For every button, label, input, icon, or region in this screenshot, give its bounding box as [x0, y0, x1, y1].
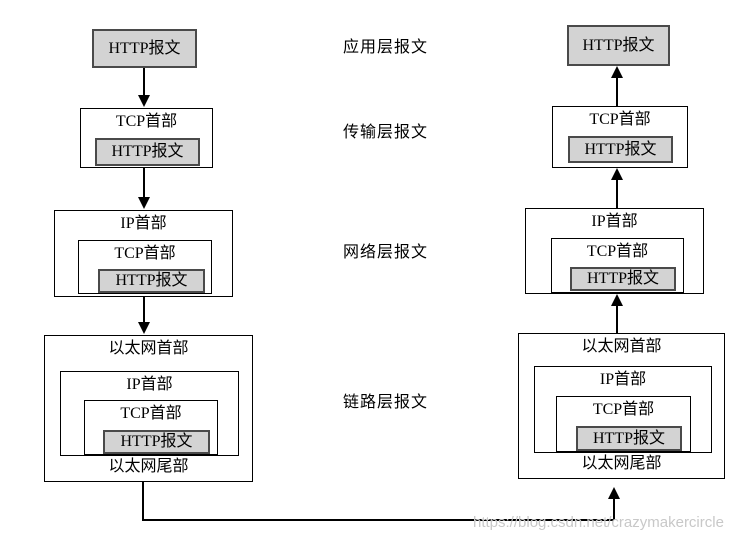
- layer-label-transport: 传输层报文: [343, 124, 429, 141]
- sender-network-packet-box: IP首部 TCP首部 HTTP报文: [54, 210, 233, 297]
- nested-tcp-box: TCP首部 HTTP报文: [78, 240, 212, 294]
- nested-tcp-box: TCP首部 HTTP报文: [556, 396, 691, 452]
- layer-label-link: 链路层报文: [343, 394, 429, 411]
- box-label: TCP首部: [120, 405, 182, 422]
- box-label: IP首部: [126, 376, 173, 393]
- nested-http-box: HTTP报文: [570, 267, 676, 291]
- box-label: 以太网首部: [108, 340, 189, 357]
- layer-label-network: 网络层报文: [343, 244, 429, 261]
- connector-line-horizontal: [142, 519, 614, 521]
- box-label: TCP首部: [114, 245, 176, 262]
- nested-http-box: HTTP报文: [576, 426, 682, 451]
- box-label: IP首部: [591, 213, 638, 230]
- up-arrow-icon: [611, 294, 623, 333]
- up-arrow-icon: [611, 168, 623, 208]
- box-label: TCP首部: [115, 113, 178, 130]
- down-arrow-icon: [138, 68, 150, 107]
- box-label: IP首部: [120, 215, 167, 232]
- nested-ip-box: IP首部 TCP首部 HTTP报文: [60, 371, 239, 456]
- box-label: TCP首部: [589, 111, 651, 128]
- box-label: 以太网尾部: [108, 458, 189, 475]
- box-label: HTTP报文: [111, 143, 184, 160]
- box-label: 以太网尾部: [581, 455, 662, 472]
- connector-up-arrow-icon: [608, 487, 620, 520]
- box-label: TCP首部: [586, 243, 649, 260]
- layer-label-application: 应用层报文: [343, 39, 429, 56]
- box-label: IP首部: [599, 371, 647, 388]
- box-label: HTTP报文: [592, 429, 665, 447]
- csdn-watermark: https://blog.csdn.net/crazymakercircle: [473, 514, 724, 531]
- receiver-network-packet-box: IP首部 TCP首部 HTTP报文: [525, 208, 704, 294]
- sender-application-http-box: HTTP报文: [92, 29, 197, 68]
- down-arrow-icon: [138, 168, 150, 209]
- nested-http-box: HTTP报文: [95, 138, 200, 166]
- receiver-link-frame-box: 以太网首部 IP首部 TCP首部 HTTP报文 以太网尾部: [518, 333, 725, 479]
- connector-line-vertical-left: [142, 482, 144, 521]
- nested-ip-box: IP首部 TCP首部 HTTP报文: [534, 366, 712, 453]
- nested-tcp-box: TCP首部 HTTP报文: [84, 400, 218, 455]
- nested-http-box: HTTP报文: [98, 269, 205, 293]
- box-label: 以太网首部: [581, 338, 662, 355]
- nested-http-box: HTTP报文: [103, 430, 210, 454]
- nested-tcp-box: TCP首部 HTTP报文: [551, 238, 684, 293]
- sender-transport-segment-box: TCP首部 HTTP报文: [80, 108, 213, 168]
- nested-http-box: HTTP报文: [568, 136, 673, 163]
- receiver-transport-segment-box: TCP首部 HTTP报文: [552, 106, 688, 168]
- box-label: HTTP报文: [582, 36, 655, 54]
- box-label: HTTP报文: [586, 270, 659, 287]
- box-label: HTTP报文: [120, 433, 193, 450]
- box-label: TCP首部: [592, 401, 655, 418]
- down-arrow-icon: [138, 297, 150, 334]
- box-label: HTTP报文: [115, 272, 188, 289]
- sender-link-frame-box: 以太网首部 IP首部 TCP首部 HTTP报文 以太网尾部: [44, 335, 253, 482]
- box-label: HTTP报文: [584, 140, 657, 158]
- up-arrow-icon: [611, 66, 623, 106]
- box-label: HTTP报文: [108, 39, 181, 57]
- receiver-application-http-box: HTTP报文: [567, 25, 670, 66]
